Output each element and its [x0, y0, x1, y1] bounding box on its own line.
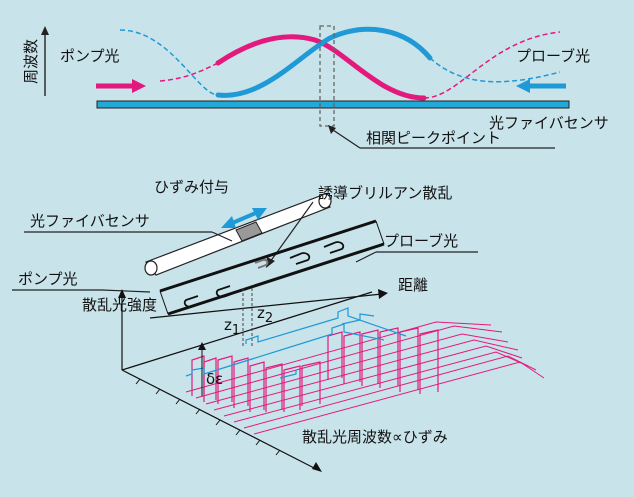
- intensity-axis-arrow-icon: [118, 289, 126, 298]
- probe-label-bottom: プローブ光: [384, 232, 458, 250]
- pump-label-top: ポンプ光: [60, 47, 120, 65]
- frequency-strain-label: 散乱光周波数∝ひずみ: [302, 428, 448, 446]
- arrow-right-icon: [132, 79, 146, 93]
- pump-leader-line: [101, 289, 151, 293]
- sbs-pointer-icon: [266, 257, 275, 268]
- strain-applied-label: ひずみ付与: [154, 178, 229, 196]
- probe-direction-line: [159, 219, 377, 293]
- distance-axis: [149, 293, 383, 319]
- correlation-pointer-icon: [328, 125, 336, 134]
- correlation-leader-line: [329, 127, 361, 149]
- fiber-leader-line: [211, 231, 233, 242]
- pump-wave-dashed-right: [423, 31, 561, 99]
- left-peaks: [191, 355, 321, 412]
- arrow-left-icon: [516, 79, 530, 93]
- probe-leader-line: [355, 251, 377, 263]
- fiber-sensor-bar: [96, 100, 570, 109]
- frequency-axis-bottom-arrow-icon: [312, 462, 322, 472]
- frequency-axis-label: 周波数: [22, 39, 40, 84]
- z2-label: z2: [257, 304, 273, 326]
- distance-axis-arrow-icon: [378, 289, 388, 299]
- blue-traces: [185, 307, 407, 379]
- fiber-label-top: 光ファイバセンサ: [489, 114, 609, 132]
- scatter-hooks: [183, 241, 345, 308]
- distance-label: 距離: [398, 276, 428, 294]
- pump-label-bottom: ポンプ光: [18, 270, 78, 288]
- sbs-hook: [254, 258, 269, 269]
- delta-eps-arrow-up-icon: [198, 342, 206, 350]
- correlation-peak-label: 相関ピークポイント: [366, 129, 501, 147]
- strain-zone: [235, 221, 263, 242]
- delta-eps-label: δε: [206, 370, 223, 388]
- correlation-peak-box: [319, 25, 335, 127]
- probe-wave-solid: [215, 26, 433, 98]
- double-arrow-icon: [221, 208, 267, 228]
- fiber-label-bottom: 光ファイバセンサ: [30, 212, 150, 230]
- sbs-label: 誘導ブリルアン散乱: [318, 184, 452, 202]
- ribbon-edge: [159, 290, 169, 315]
- ribbon-edge-right: [375, 220, 385, 245]
- z1-label: z1: [224, 316, 240, 338]
- pump-wave-solid: [215, 34, 427, 101]
- frequency-axis-arrow-icon: [41, 26, 49, 35]
- probe-wave-dashed-right: [429, 57, 561, 83]
- intensity-label: 散乱光強度: [82, 296, 157, 314]
- distance-axis-back: [121, 291, 373, 371]
- frequency-ticks: [135, 378, 281, 456]
- spectral-traces: [185, 321, 545, 435]
- probe-wave-dashed-left: [119, 29, 219, 96]
- fiber-tube: [144, 193, 332, 276]
- probe-label-top: プローブ光: [516, 47, 590, 65]
